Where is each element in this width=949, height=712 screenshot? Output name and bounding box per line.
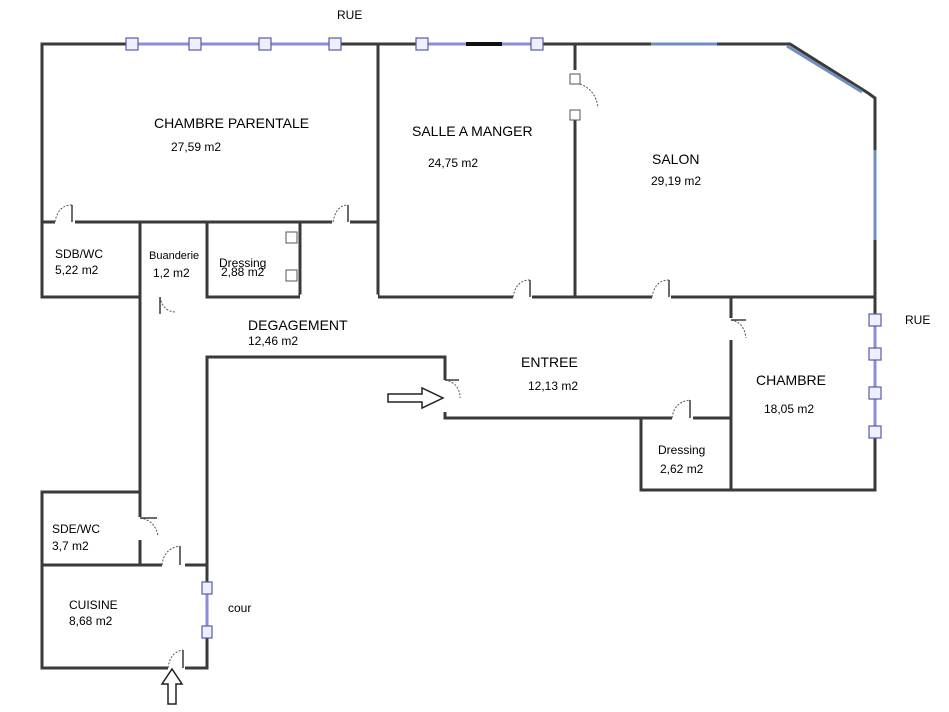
window-icon <box>125 37 882 639</box>
room-name-sdb-wc: SDB/WC <box>55 247 103 261</box>
courtyard-label: cour <box>228 601 252 615</box>
room-name-salle-a-manger: SALLE A MANGER <box>412 123 533 139</box>
room-area-cuisine: 8,68 m2 <box>69 614 113 628</box>
room-name-entree: ENTREE <box>521 354 578 370</box>
room-name-salon: SALON <box>652 151 700 167</box>
door-swing-icon <box>54 73 747 669</box>
room-area-sde-wc: 3,7 m2 <box>52 539 89 553</box>
street-label-right: RUE <box>905 313 931 327</box>
street-label-top: RUE <box>337 8 363 22</box>
room-area-dressing-1: 2,88 m2 <box>221 265 265 279</box>
room-area-buanderie: 1,2 m2 <box>153 266 190 280</box>
entry-arrow-icon <box>387 386 445 410</box>
room-area-sdb-wc: 5,22 m2 <box>55 263 99 277</box>
room-name-degagement: DEGAGEMENT <box>248 317 348 333</box>
room-name-buanderie: Buanderie <box>149 250 200 262</box>
room-area-entree: 12,13 m2 <box>528 379 579 393</box>
room-area-salle-a-manger: 24,75 m2 <box>428 156 479 170</box>
room-area-salon: 29,19 m2 <box>651 174 702 188</box>
room-area-chambre: 18,05 m2 <box>764 402 815 416</box>
room-name-dressing-1: Dressing <box>219 256 267 270</box>
room-name-dressing-2: Dressing <box>658 443 706 457</box>
room-area-degagement: 12,46 m2 <box>248 334 299 348</box>
room-name-chambre-parentale: CHAMBRE PARENTALE <box>154 115 310 131</box>
room-name-sde-wc: SDE/WC <box>52 522 100 536</box>
room-area-dressing-2: 2,62 m2 <box>660 462 704 476</box>
room-name-cuisine: CUISINE <box>69 598 118 612</box>
door-openings <box>55 70 734 671</box>
room-area-chambre-parentale: 27,59 m2 <box>171 140 222 154</box>
room-name-chambre: CHAMBRE <box>756 372 827 388</box>
entry-arrow-icon <box>160 667 184 705</box>
